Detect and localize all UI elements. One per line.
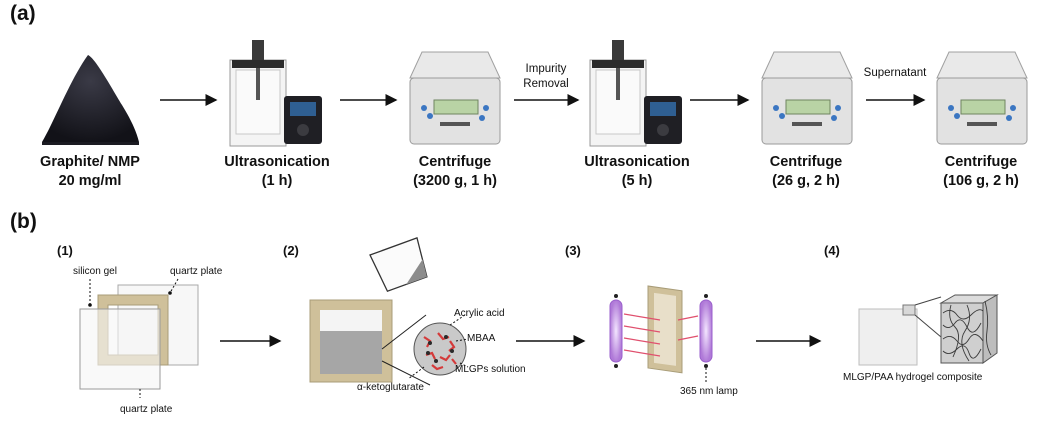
mlgps-solution-label: MLGPs solution <box>455 364 526 375</box>
step-number-4: (4) <box>824 243 840 258</box>
hydrogel-composite-diagram <box>858 294 999 366</box>
lamp-label: 365 nm lamp <box>680 386 738 397</box>
panel-a-label: (a) <box>10 2 36 25</box>
mold-assembly-diagram <box>79 278 199 398</box>
panel-b-label: (b) <box>10 210 37 233</box>
step-caption-2: Ultrasonication(1 h) <box>224 154 330 189</box>
step-number-1: (1) <box>57 243 73 258</box>
centrifuge-device-3 <box>936 51 1028 145</box>
acrylic-acid-label: Acrylic acid <box>454 308 505 319</box>
supernatant-label: Supernatant <box>863 67 927 79</box>
step-caption-4: Ultrasonication(5 h) <box>584 154 690 189</box>
quartz-plate-bottom-label: quartz plate <box>120 404 173 415</box>
graphite-powder-image <box>42 55 139 145</box>
ultrasonicator-device-1 <box>229 40 322 147</box>
composite-label: MLGP/PAA hydrogel composite <box>843 372 983 383</box>
filled-mold-diagram <box>309 237 469 386</box>
impurity-removal-label: Impurity Removal <box>523 63 569 90</box>
quartz-plate-top-label: quartz plate <box>170 266 223 277</box>
ultrasonicator-device-2 <box>589 40 682 147</box>
process-arrows-a <box>160 94 926 106</box>
silicon-gel-label: silicon gel <box>73 266 117 277</box>
ketoglutarate-label: α-ketoglutarate <box>357 382 424 393</box>
step-number-3: (3) <box>565 243 581 258</box>
step-number-2: (2) <box>283 243 299 258</box>
centrifuge-device-1 <box>409 51 501 145</box>
step-caption-5: Centrifuge(26 g, 2 h) <box>769 154 843 189</box>
centrifuge-device-2 <box>761 51 853 145</box>
mbaa-label: MBAA <box>467 333 496 344</box>
step-caption-3: Centrifuge(3200 g, 1 h) <box>413 154 497 189</box>
uv-curing-diagram <box>609 285 713 384</box>
step-caption-6: Centrifuge(106 g, 2 h) <box>943 154 1019 189</box>
